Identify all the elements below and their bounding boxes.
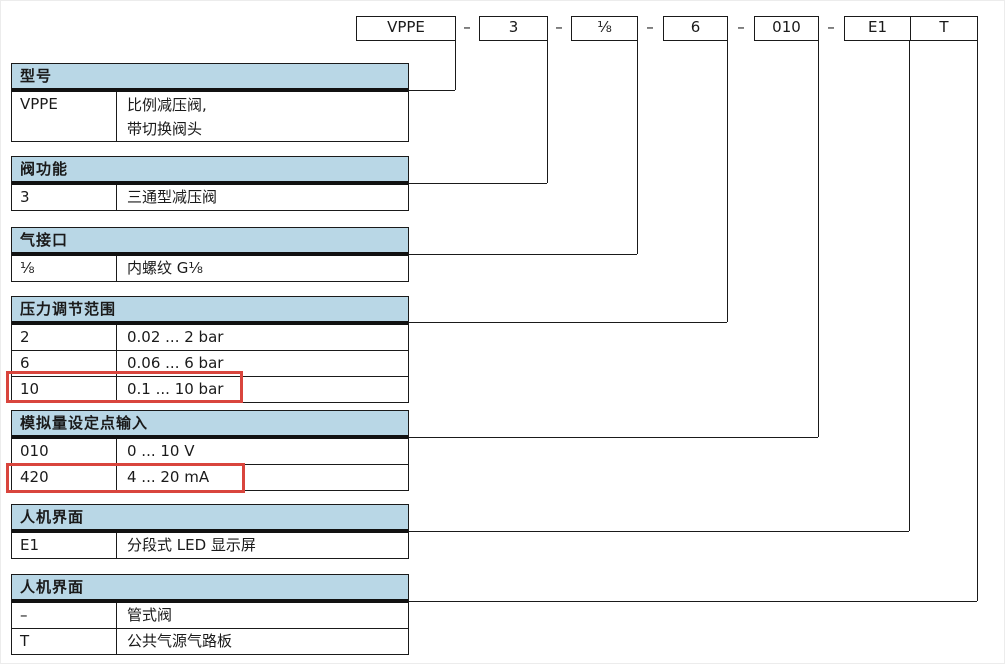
description-cell: 0.06 ... 6 bar bbox=[127, 354, 224, 372]
connector-line-pressure-range-vertical bbox=[726, 41, 728, 322]
code-separator: – bbox=[555, 18, 563, 36]
code-separator: – bbox=[646, 18, 654, 36]
connector-line-vppe-vertical bbox=[454, 41, 456, 90]
connector-line-manifold-horizontal bbox=[409, 601, 977, 602]
code-cell: 2 bbox=[12, 325, 117, 350]
description-line-2: 带切换阀头 bbox=[127, 120, 203, 138]
connector-line-manifold-vertical bbox=[976, 41, 978, 601]
table-row-highlighted: 10 0.1 ... 10 bar bbox=[12, 376, 408, 402]
table-row: T 公共气源气路板 bbox=[12, 628, 408, 654]
description-cell: 分段式 LED 显示屏 bbox=[127, 536, 256, 554]
connector-line-hmi-horizontal bbox=[409, 531, 909, 532]
description-cell: 公共气源气路板 bbox=[127, 632, 233, 650]
connector-line-port-vertical bbox=[636, 41, 638, 254]
code-segment-manifold: T bbox=[910, 16, 978, 41]
highlight-box-setpoint-420 bbox=[6, 463, 245, 493]
table-manifold: 人机界面 – 管式阀 T 公共气源气路板 bbox=[11, 574, 409, 655]
table-model-header: 型号 bbox=[12, 64, 408, 92]
code-segment-vppe: VPPE bbox=[356, 16, 456, 41]
code-cell: VPPE bbox=[12, 92, 117, 141]
code-cell: 10 bbox=[12, 377, 117, 402]
highlight-box-pressure-10bar bbox=[6, 371, 243, 403]
code-cell: – bbox=[12, 603, 117, 628]
table-setpoint-input: 模拟量设定点输入 010 0 ... 10 V 420 4 ... 20 mA bbox=[11, 410, 409, 491]
description-cell: 管式阀 bbox=[127, 606, 173, 624]
table-port-header: 气接口 bbox=[12, 228, 408, 256]
connector-line-setpoint-horizontal bbox=[409, 437, 818, 438]
code-cell: 010 bbox=[12, 439, 117, 464]
description-cell: 内螺纹 G⅛ bbox=[127, 259, 203, 277]
table-hmi-header: 人机界面 bbox=[12, 505, 408, 533]
code-segment-pressure-range: 6 bbox=[663, 16, 728, 41]
code-separator: – bbox=[463, 18, 471, 36]
description-cell: 0.1 ... 10 bar bbox=[127, 380, 224, 398]
code-separator: – bbox=[827, 18, 835, 36]
connector-line-hmi-vertical bbox=[908, 41, 910, 531]
code-cell: ⅛ bbox=[12, 256, 117, 281]
table-hmi: 人机界面 E1 分段式 LED 显示屏 bbox=[11, 504, 409, 559]
code-cell: 6 bbox=[12, 351, 117, 376]
description-cell: 0.02 ... 2 bar bbox=[127, 328, 224, 346]
table-row: 6 0.06 ... 6 bar bbox=[12, 350, 408, 376]
description-cell: 三通型减压阀 bbox=[127, 188, 218, 206]
connector-line-valve-function-vertical bbox=[546, 41, 548, 183]
description-line-1: 比例减压阀, bbox=[127, 96, 207, 114]
connector-line-port-horizontal bbox=[409, 254, 637, 255]
connector-line-setpoint-vertical bbox=[817, 41, 819, 437]
code-cell: 3 bbox=[12, 185, 117, 210]
code-cell: E1 bbox=[12, 533, 117, 558]
table-pressure-range-header: 压力调节范围 bbox=[12, 297, 408, 325]
code-separator: – bbox=[737, 18, 745, 36]
table-row: VPPE 比例减压阀, 带切换阀头 bbox=[12, 92, 408, 141]
description-cell: 比例减压阀, 带切换阀头 bbox=[117, 92, 408, 141]
connector-line-vppe-horizontal bbox=[409, 90, 455, 91]
table-manifold-header: 人机界面 bbox=[12, 575, 408, 603]
table-valve-function: 阀功能 3 三通型减压阀 bbox=[11, 156, 409, 211]
connector-line-valve-function-horizontal bbox=[409, 183, 547, 184]
connector-line-pressure-range-horizontal bbox=[409, 322, 727, 323]
description-cell: 4 ... 20 mA bbox=[127, 468, 210, 486]
code-segment-hmi: E1 bbox=[844, 16, 911, 41]
table-row: E1 分段式 LED 显示屏 bbox=[12, 533, 408, 558]
table-valve-function-header: 阀功能 bbox=[12, 157, 408, 185]
table-row: – 管式阀 bbox=[12, 603, 408, 628]
table-row: 3 三通型减压阀 bbox=[12, 185, 408, 210]
code-cell: 420 bbox=[12, 465, 117, 490]
code-segment-valve-function: 3 bbox=[479, 16, 548, 41]
table-row: ⅛ 内螺纹 G⅛ bbox=[12, 256, 408, 281]
code-segment-port: ⅛ bbox=[571, 16, 638, 41]
code-cell: T bbox=[12, 629, 117, 654]
description-cell: 0 ... 10 V bbox=[127, 442, 195, 460]
table-row: 010 0 ... 10 V bbox=[12, 439, 408, 464]
table-setpoint-input-header: 模拟量设定点输入 bbox=[12, 411, 408, 439]
code-segment-setpoint-input: 010 bbox=[754, 16, 819, 41]
table-pressure-range: 压力调节范围 2 0.02 ... 2 bar 6 0.06 ... 6 bar… bbox=[11, 296, 409, 403]
table-row: 2 0.02 ... 2 bar bbox=[12, 325, 408, 350]
table-port: 气接口 ⅛ 内螺纹 G⅛ bbox=[11, 227, 409, 282]
table-model: 型号 VPPE 比例减压阀, 带切换阀头 bbox=[11, 63, 409, 142]
